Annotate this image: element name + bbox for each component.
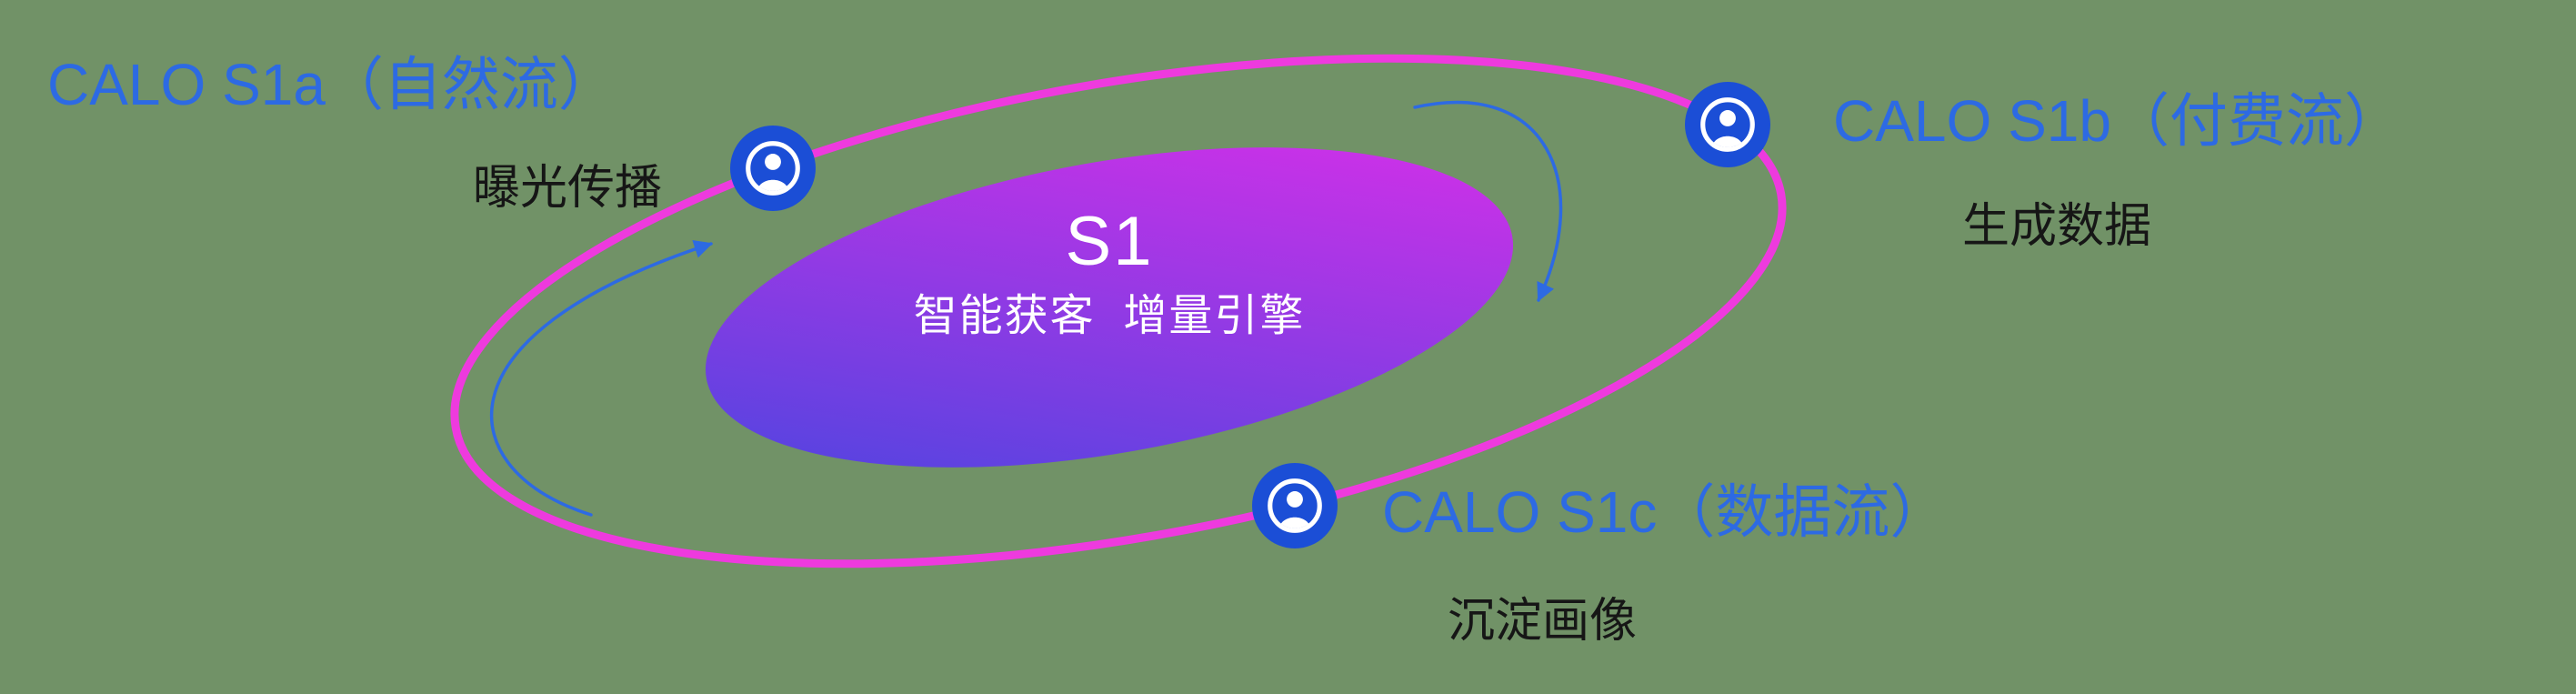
core-label: S1 智能获客 增量引擎 — [914, 207, 1306, 338]
orbit-node-s1b — [1685, 82, 1770, 167]
label-s1c-title: CALO S1c（数据流） — [1382, 479, 1949, 545]
label-s1b-title: CALO S1b（付费流） — [1833, 88, 2402, 154]
label-s1b-subtitle: 生成数据 — [1962, 200, 2152, 253]
orbit-ring — [450, 54, 1787, 568]
label-s1a-subtitle: 曝光传播 — [473, 162, 663, 215]
user-circle-icon — [730, 126, 816, 211]
label-s1c-subtitle: 沉淀画像 — [1448, 595, 1638, 648]
flow-arrow-left — [490, 240, 713, 517]
orbit-node-s1a — [730, 126, 816, 211]
user-circle-icon — [1252, 463, 1338, 548]
core-ellipse — [705, 147, 1514, 468]
flow-arrow-right — [1413, 100, 1563, 302]
core-subtitle: 智能获客 增量引擎 — [913, 292, 1306, 340]
core-title: S1 — [1065, 203, 1154, 280]
user-circle-icon — [1685, 82, 1770, 167]
label-s1a-title: CALO S1a（自然流） — [47, 52, 616, 117]
orbit-node-s1c — [1252, 463, 1338, 548]
